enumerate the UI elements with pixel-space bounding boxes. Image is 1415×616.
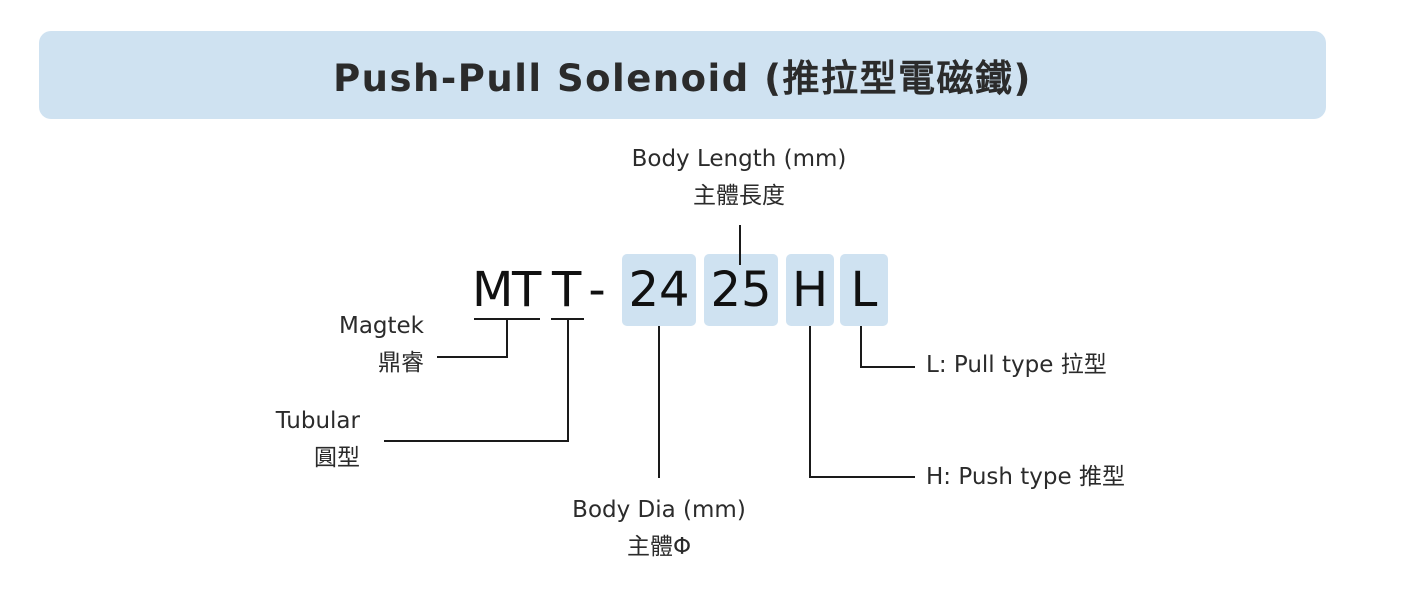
code-body-dia: 24: [628, 262, 690, 318]
code-char-dash: -: [588, 262, 606, 318]
body-length-connector: [739, 225, 741, 265]
magtek-connector-horizontal: [437, 356, 508, 358]
body-dia-label-en: Body Dia (mm): [572, 497, 746, 523]
push-type-connector-horizontal: [809, 476, 915, 478]
push-type-connector-vertical: [809, 326, 811, 478]
tubular-label-en: Tubular: [275, 408, 360, 434]
body-length-label-en: Body Length (mm): [631, 146, 847, 172]
tubular-label-zh: 圓型: [314, 445, 360, 471]
code-char-t1: T: [512, 262, 542, 318]
pull-type-label: L: Pull type 拉型: [926, 352, 1107, 378]
pull-type-connector-horizontal: [860, 366, 915, 368]
code-body-length: 25: [710, 262, 772, 318]
body-dia-connector: [658, 326, 660, 478]
tubular-connector-horizontal: [384, 440, 569, 442]
pull-type-connector-vertical: [860, 326, 862, 368]
code-pull-type: L: [850, 262, 878, 318]
push-type-label: H: Push type 推型: [926, 464, 1125, 490]
push-type-box: [786, 254, 834, 326]
magtek-connector-vertical: [506, 318, 508, 358]
magtek-label-en: Magtek: [338, 313, 424, 339]
body-length-box: [704, 254, 778, 326]
body-dia-box: [622, 254, 696, 326]
tubular-connector-vertical: [567, 318, 569, 442]
body-length-label-zh: 主體長度: [693, 183, 785, 209]
magtek-label-zh: 鼎睿: [378, 350, 424, 376]
code-char-m: M: [472, 262, 514, 318]
pull-type-box: [840, 254, 888, 326]
code-char-t2: T: [552, 262, 582, 318]
title-banner: Push-Pull Solenoid (推拉型電磁鐵): [39, 31, 1326, 119]
code-push-type: H: [791, 262, 829, 318]
page-title: Push-Pull Solenoid (推拉型電磁鐵): [333, 57, 1032, 100]
body-dia-label-zh: 主體Φ: [626, 534, 692, 560]
